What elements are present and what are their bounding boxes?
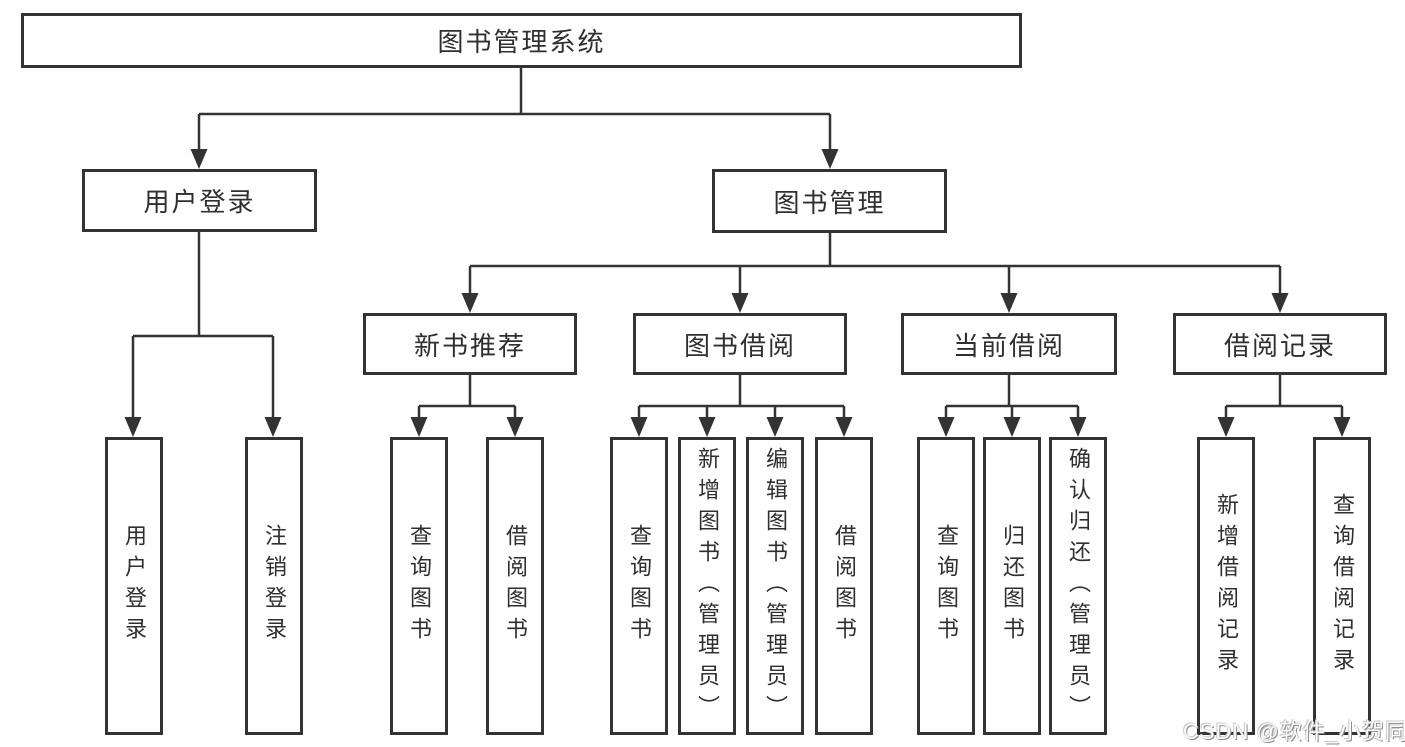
node-leaf-query-books-2-label: 查询图书 [627,524,652,648]
node-leaf-add-books-admin-label: 新增图书（管理员） [695,446,720,726]
node-book-borrowing-label: 图书借阅 [683,330,796,361]
node-leaf-add-borrow-record-label: 新增借阅记录 [1214,493,1239,679]
node-leaf-edit-books-admin-label: 编辑图书（管理员） [763,446,788,726]
node-leaf-user-login: 用户登录 [105,437,163,735]
node-leaf-confirm-return-admin: 确认归还（管理员） [1049,437,1107,735]
node-leaf-return-books-label: 归还图书 [1000,524,1025,648]
node-current-borrowing: 当前借阅 [901,313,1117,375]
node-leaf-query-books-1-label: 查询图书 [407,524,432,648]
node-book-management: 图书管理 [712,169,947,233]
node-borrowing-records-label: 借阅记录 [1223,330,1336,361]
node-book-borrowing: 图书借阅 [633,313,847,375]
node-user-login-group-label: 用户登录 [143,187,256,217]
node-leaf-borrow-books-1-label: 借阅图书 [503,524,528,648]
node-user-login-group: 用户登录 [82,169,317,232]
node-leaf-logout-label: 注销登录 [262,524,287,648]
node-root-label: 图书管理系统 [437,27,606,57]
node-leaf-edit-books-admin: 编辑图书（管理员） [746,437,804,735]
node-leaf-borrow-books-2: 借阅图书 [815,437,873,735]
node-borrowing-records: 借阅记录 [1173,313,1387,375]
node-leaf-confirm-return-admin-label: 确认归还（管理员） [1066,446,1091,726]
node-leaf-query-books-2: 查询图书 [610,437,668,735]
node-leaf-query-borrow-record-label: 查询借阅记录 [1330,493,1355,679]
node-current-borrowing-label: 当前借阅 [952,330,1065,361]
node-leaf-query-books-3: 查询图书 [917,437,975,735]
node-leaf-query-books-1: 查询图书 [390,437,448,735]
csdn-watermark: CSDN @软件_小贺同学 [1183,719,1405,744]
arrowheads [124,149,1351,437]
node-leaf-query-books-3-label: 查询图书 [934,524,959,648]
node-leaf-query-borrow-record: 查询借阅记录 [1313,437,1371,735]
node-leaf-return-books: 归还图书 [983,437,1041,735]
node-leaf-borrow-books-2-label: 借阅图书 [832,524,857,648]
node-root-library-management-system: 图书管理系统 [21,13,1022,68]
node-new-book-recommend-label: 新书推荐 [413,330,526,361]
node-leaf-add-books-admin: 新增图书（管理员） [678,437,736,735]
node-leaf-user-login-label: 用户登录 [122,524,147,648]
node-leaf-logout: 注销登录 [245,437,303,735]
node-leaf-add-borrow-record: 新增借阅记录 [1197,437,1255,735]
node-book-management-label: 图书管理 [773,187,886,218]
node-new-book-recommend: 新书推荐 [363,313,577,375]
node-leaf-borrow-books-1: 借阅图书 [486,437,544,735]
